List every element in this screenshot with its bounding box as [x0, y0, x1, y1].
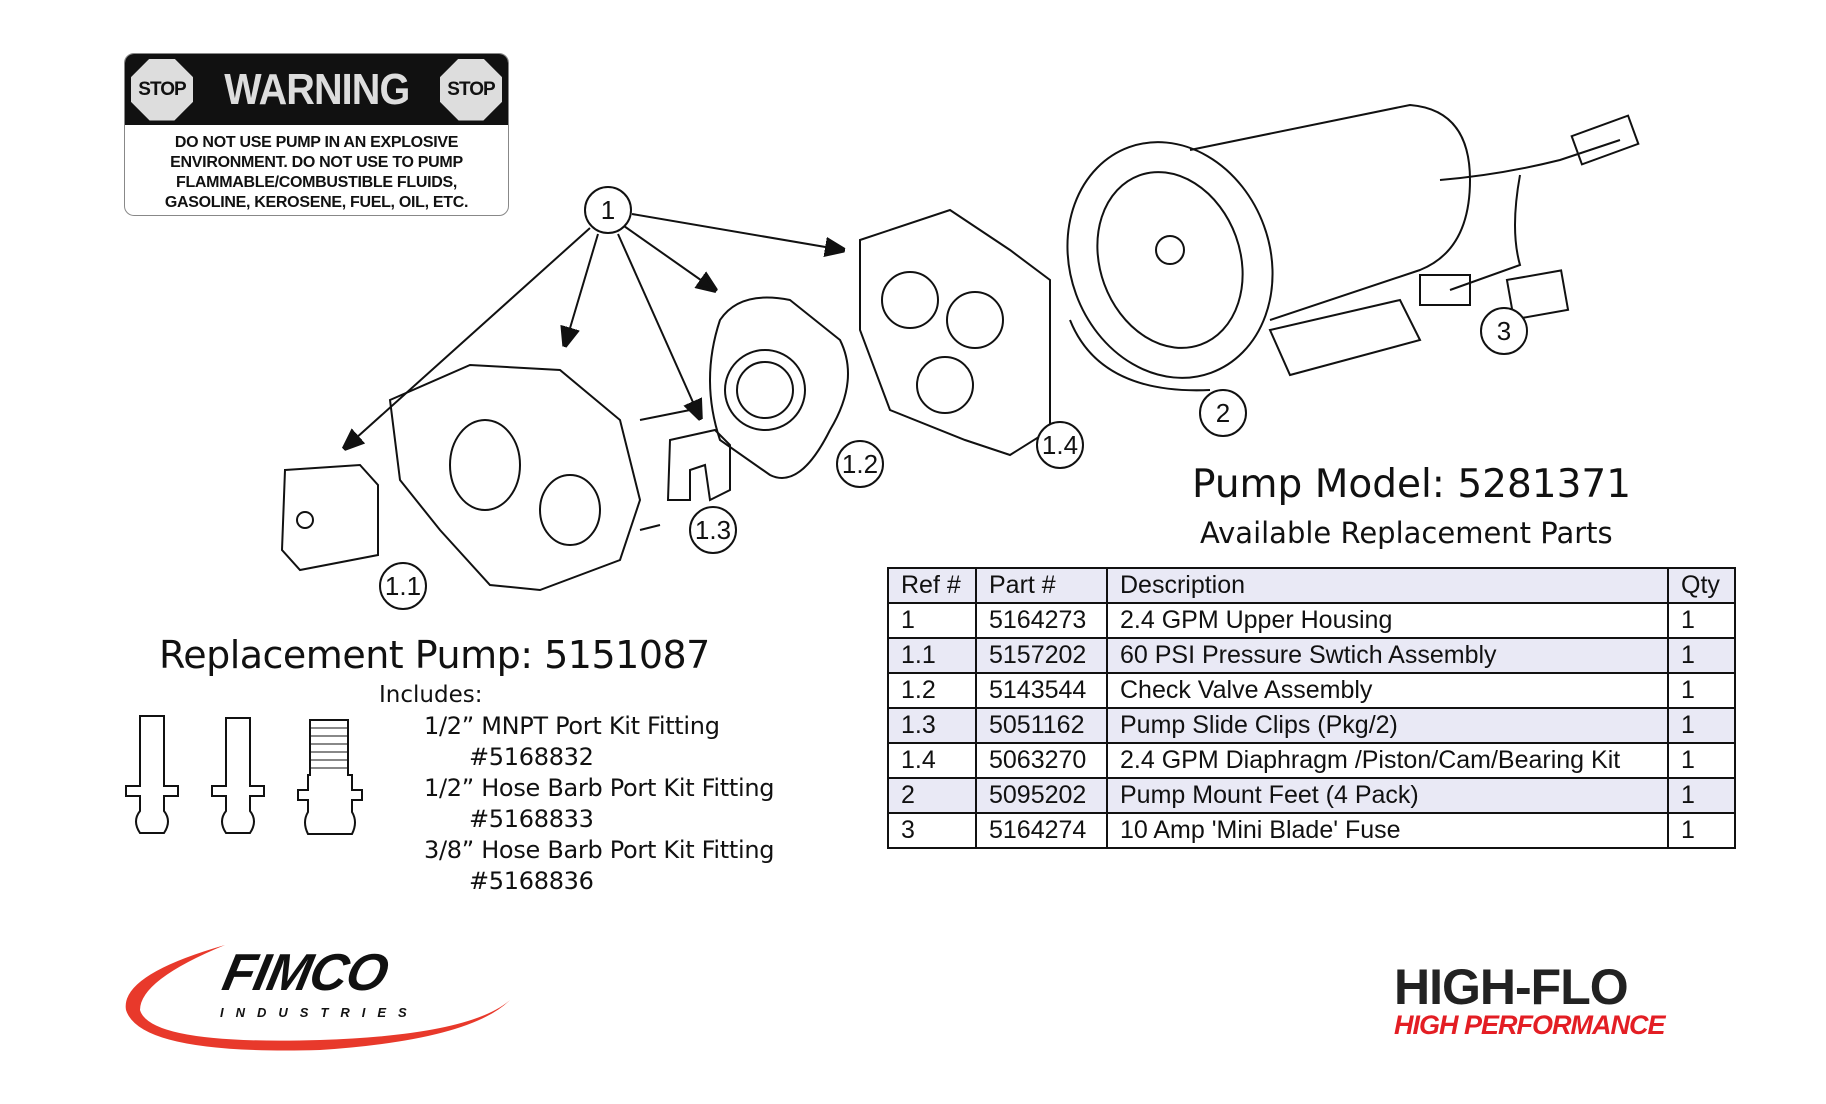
includes-label: Includes:: [379, 682, 483, 708]
warning-line: GASOLINE, KEROSENE, FUEL, OIL, ETC.: [164, 194, 469, 211]
highflo-logo: HIGH-FLO HIGH PERFORMANCE: [1394, 962, 1734, 1042]
warning-text: DO NOT USE PUMP IN AN EXPLOSIVE ENVIRONM…: [125, 125, 508, 213]
qty: 1: [1667, 707, 1736, 744]
description: 2.4 GPM Upper Housing: [1106, 602, 1669, 639]
fimco-logo: FIMCO INDUSTRIES: [124, 937, 514, 1049]
pressure-switch-drawing: [280, 463, 379, 572]
description: 10 Amp 'Mini Blade' Fuse: [1106, 812, 1669, 849]
qty: 1: [1667, 742, 1736, 779]
description: Pump Slide Clips (Pkg/2): [1106, 707, 1669, 744]
fimco-wordmark: FIMCO: [217, 944, 393, 1002]
table-header: Ref # Part # Description Qty: [887, 567, 1736, 604]
callout-1-2: 1.2: [836, 440, 884, 488]
slide-clip-drawing: [666, 428, 731, 502]
qty: 1: [1667, 672, 1736, 709]
ref: 2: [887, 777, 977, 814]
check-valve-drawing: [709, 296, 849, 479]
part: 5157202: [975, 637, 1108, 674]
warning-line: DO NOT USE PUMP IN AN EXPLOSIVE: [174, 134, 459, 151]
warning-title: WARNING: [223, 64, 410, 114]
fitting-part: #5168833: [469, 805, 594, 833]
fitting-part: #5168832: [469, 743, 594, 771]
fitting-part: #5168836: [469, 867, 594, 895]
col-description: Description: [1106, 567, 1669, 604]
warning-label: STOP WARNING STOP DO NOT USE PUMP IN AN …: [124, 53, 509, 216]
warning-line: ENVIRONMENT. DO NOT USE TO PUMP: [170, 154, 463, 171]
fimco-subtitle: INDUSTRIES: [220, 1005, 419, 1020]
ref: 1.2: [887, 672, 977, 709]
fitting-name: 1/2” Hose Barb Port Kit Fitting: [424, 774, 775, 802]
col-part: Part #: [975, 567, 1108, 604]
qty: 1: [1667, 602, 1736, 639]
upper-housing-drawing: [388, 363, 691, 592]
callout-arrows: [345, 213, 843, 448]
part: 5143544: [975, 672, 1108, 709]
description: Check Valve Assembly: [1106, 672, 1669, 709]
replacement-pump-title: Replacement Pump: 5151087: [159, 633, 710, 677]
callout-1-1: 1.1: [379, 562, 427, 610]
part: 5095202: [975, 777, 1108, 814]
fitting-name: 1/2” MNPT Port Kit Fitting: [424, 712, 720, 740]
stop-sign-icon: STOP: [131, 58, 193, 121]
ref: 1.1: [887, 637, 977, 674]
qty: 1: [1667, 777, 1736, 814]
fittings-drawing: [125, 715, 363, 835]
ref: 1.3: [887, 707, 977, 744]
col-qty: Qty: [1667, 567, 1736, 604]
part: 5164274: [975, 812, 1108, 849]
motor-drawing: [1066, 103, 1640, 392]
callout-1-4: 1.4: [1036, 421, 1084, 469]
qty: 1: [1667, 812, 1736, 849]
warning-header: STOP WARNING STOP: [125, 54, 508, 125]
part: 5164273: [975, 602, 1108, 639]
description: 60 PSI Pressure Swtich Assembly: [1106, 637, 1669, 674]
fitting-name: 3/8” Hose Barb Port Kit Fitting: [424, 836, 775, 864]
ref: 1.4: [887, 742, 977, 779]
part: 5063270: [975, 742, 1108, 779]
callout-1-3: 1.3: [689, 506, 737, 554]
pump-model-title: Pump Model: 5281371: [1192, 462, 1632, 507]
highflo-subtitle: HIGH PERFORMANCE: [1394, 1010, 1666, 1040]
callout-2: 2: [1199, 389, 1247, 437]
col-ref: Ref #: [887, 567, 977, 604]
callout-3: 3: [1480, 307, 1528, 355]
stop-sign-icon: STOP: [440, 58, 502, 121]
warning-line: FLAMMABLE/COMBUSTIBLE FLUIDS,: [175, 174, 458, 191]
description: 2.4 GPM Diaphragm /Piston/Cam/Bearing Ki…: [1106, 742, 1669, 779]
ref: 3: [887, 812, 977, 849]
parts-subtitle: Available Replacement Parts: [1200, 516, 1613, 550]
ref: 1: [887, 602, 977, 639]
diaphragm-housing-drawing: [859, 208, 1051, 457]
qty: 1: [1667, 637, 1736, 674]
description: Pump Mount Feet (4 Pack): [1106, 777, 1669, 814]
part: 5051162: [975, 707, 1108, 744]
highflo-wordmark: HIGH-FLO: [1394, 959, 1629, 1015]
callout-1: 1: [584, 186, 632, 234]
